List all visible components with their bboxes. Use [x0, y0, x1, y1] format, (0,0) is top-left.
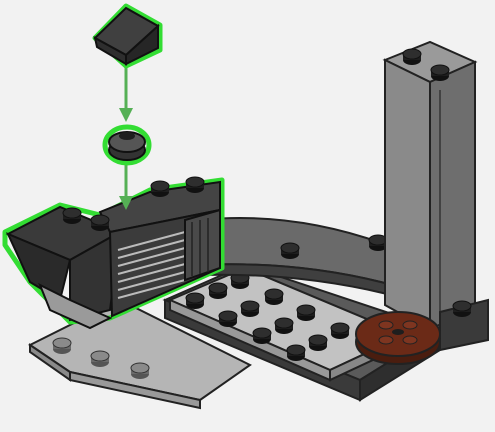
tall-pillar-gray	[385, 42, 475, 330]
round-plate-part	[105, 127, 149, 163]
round-plate-reddish-brown	[356, 312, 440, 364]
slope-brick-part	[95, 6, 160, 66]
